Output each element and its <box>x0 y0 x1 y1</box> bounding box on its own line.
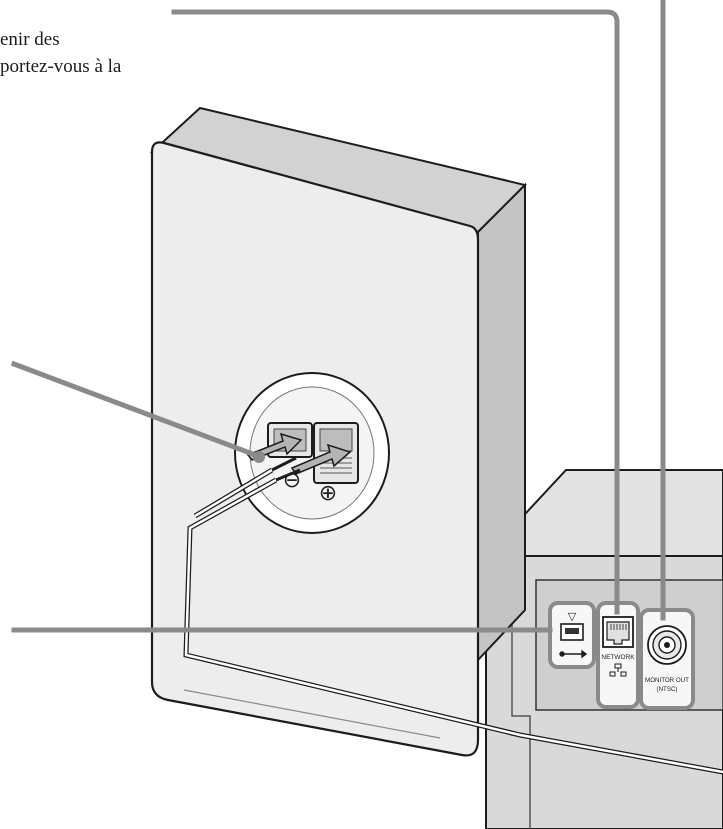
network-socket-inner <box>606 621 630 645</box>
network-socket-pins <box>610 624 627 630</box>
callout-line-network <box>171 9 620 615</box>
speaker-bevel <box>183 689 441 739</box>
usb-icon <box>559 649 588 659</box>
caption-line-1: enir des <box>0 29 60 50</box>
port-panel: ▽ NETWORK <box>548 601 695 710</box>
monitor-out-label: MONITOR OUT <box>645 677 689 684</box>
terminal-plus-symbol: ⊕ <box>319 480 337 505</box>
insert-arrow-right <box>290 443 352 475</box>
speaker-terminal: ⊖ ⊕ <box>234 372 390 534</box>
callout-lines <box>10 0 666 633</box>
callout-line-terminal <box>10 360 262 460</box>
caption-line-2: portez-vous à la <box>0 56 122 77</box>
usb-socket-tongue <box>565 628 579 634</box>
speaker-side <box>477 182 526 663</box>
network-icon <box>609 663 627 677</box>
usb-eject-symbol: ▽ <box>568 611 577 623</box>
monitor-out-sublabel: (NTSC) <box>657 686 678 693</box>
monitor-out-jack-pin <box>664 642 670 648</box>
caption-text: enir des portez-vous à la <box>0 26 121 80</box>
speaker-cable <box>183 456 723 775</box>
callout-dot-terminal <box>253 451 265 463</box>
network-label: NETWORK <box>601 654 635 661</box>
